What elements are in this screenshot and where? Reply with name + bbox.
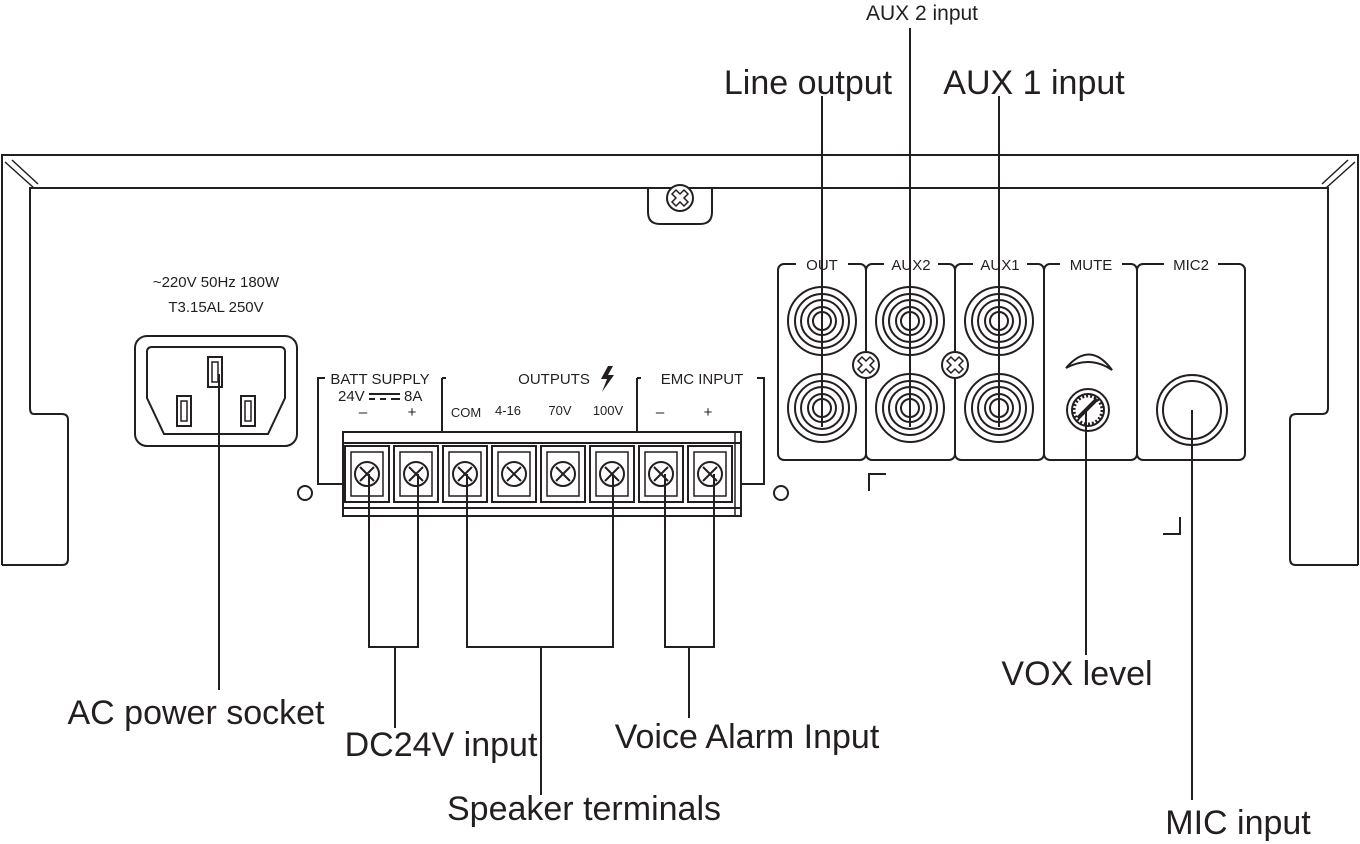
voice-alarm-input-callout: Voice Alarm Input [615, 718, 880, 756]
corner-mark [868, 473, 886, 491]
out-4-16-label: 4-16 [495, 403, 521, 418]
terminal-screw-icon [540, 445, 586, 503]
jack-mute-label: MUTE [1070, 257, 1113, 274]
emc-plus-label: + [704, 404, 713, 421]
batt-voltage-label: 24V [338, 388, 365, 405]
lightning-icon [601, 366, 614, 392]
batt-plus-label: + [408, 404, 417, 421]
terminal-screw-icon [687, 445, 733, 503]
vox-level-callout: VOX level [1001, 655, 1152, 693]
outputs-label: OUTPUTS [518, 371, 590, 388]
ac-power-socket: ~220V 50Hz 180W T3.15AL 250V [134, 274, 298, 447]
batt-minus-label: – [359, 404, 368, 421]
speaker-terminals-callout: Speaker terminals [447, 790, 721, 828]
input-jack-section: OUT AUX2 AUX1 MUTE MIC2 [777, 254, 1246, 535]
dc24v-input-callout: DC24V input [345, 726, 538, 764]
callout-labels: AUX 2 input Line output AUX 1 input AC p… [68, 2, 1312, 842]
power-rating-label: ~220V 50Hz 180W [153, 274, 280, 291]
batt-current-label: 8A [404, 388, 422, 405]
fuse-rating-label: T3.15AL 250V [168, 299, 263, 316]
aux2-input-callout: AUX 2 input [866, 2, 978, 25]
terminal-block-area: BATT SUPPLY 24V 8A – + OUTPUTS COM 4-16 … [297, 366, 789, 517]
out-100v-label: 100V [593, 403, 624, 418]
emc-input-label: EMC INPUT [661, 371, 744, 388]
terminal-screw-icon [491, 445, 537, 503]
chassis-screw-icon [666, 184, 694, 212]
level-arc-icon [1065, 353, 1113, 371]
out-com-label: COM [451, 405, 481, 420]
ac-power-socket-callout: AC power socket [68, 694, 326, 732]
terminal-screw-icon [344, 445, 390, 503]
terminal-screw-icon [638, 445, 684, 503]
terminal-screw-icon [393, 445, 439, 503]
chassis [1, 154, 1359, 566]
emc-minus-label: – [656, 404, 665, 421]
panel-screw-icon [941, 351, 969, 379]
batt-supply-label: BATT SUPPLY [330, 371, 429, 388]
line-output-callout: Line output [724, 64, 893, 102]
vox-level-knob [1066, 388, 1110, 432]
corner-mark [1163, 517, 1181, 535]
terminal-screw-icon [442, 445, 488, 503]
aux1-input-callout: AUX 1 input [943, 64, 1125, 102]
panel-screw-icon [852, 351, 880, 379]
mic-input-callout: MIC input [1165, 804, 1311, 842]
leader-lines [218, 28, 1193, 800]
jack-mic2-label: MIC2 [1173, 257, 1209, 274]
out-70v-label: 70V [548, 403, 571, 418]
